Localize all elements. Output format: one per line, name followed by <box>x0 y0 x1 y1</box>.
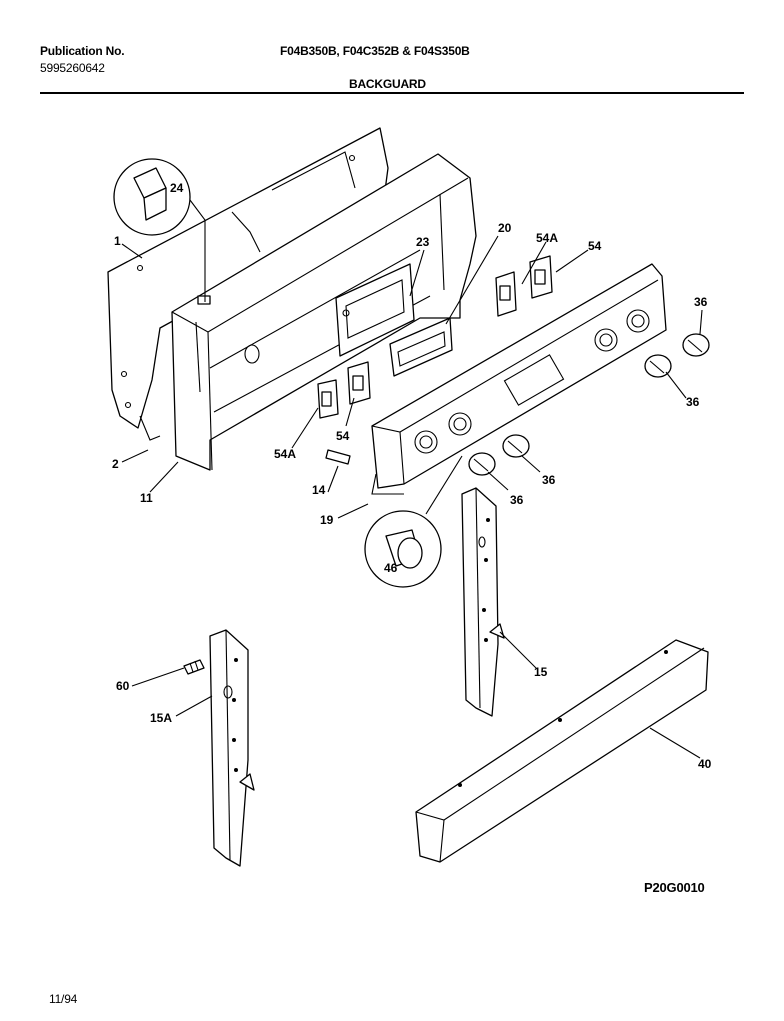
rocker-switch-left <box>317 379 339 419</box>
leader-lines <box>121 235 703 759</box>
callout-24: 24 <box>170 181 184 195</box>
side-bracket-right <box>461 487 505 717</box>
callout-2: 2 <box>112 457 119 471</box>
callout-20: 20 <box>498 221 512 235</box>
callout-19: 19 <box>320 513 334 527</box>
callout-1: 1 <box>114 234 121 248</box>
rocker-switch-right-2 <box>529 255 553 299</box>
callout-36-bottom: 36 <box>510 493 524 507</box>
callout-15: 15 <box>534 665 548 679</box>
callout-14: 14 <box>312 483 326 497</box>
rocker-switch-right <box>495 271 517 317</box>
callout-23: 23 <box>416 235 430 249</box>
lamp-holder <box>325 449 351 465</box>
side-bracket-left <box>209 629 255 867</box>
section-title: BACKGUARD <box>349 77 426 91</box>
callout-15a: 15A <box>150 711 172 725</box>
callout-36-center: 36 <box>542 473 556 487</box>
mounting-screw <box>183 659 205 675</box>
control-panel <box>371 263 667 495</box>
detail-inset-switch <box>113 158 206 302</box>
callout-54-right: 54 <box>588 239 602 253</box>
clock-timer <box>389 317 453 377</box>
control-knob-4 <box>468 452 496 476</box>
callout-36-right: 36 <box>686 395 700 409</box>
trim-strip <box>415 639 709 863</box>
drawing-number: P20G0010 <box>644 880 705 895</box>
control-knob-3 <box>502 434 530 458</box>
callout-54a-left: 54A <box>274 447 296 461</box>
publication-label: Publication No. <box>40 44 125 58</box>
callout-46: 46 <box>384 561 398 575</box>
print-date: 11/94 <box>49 992 78 1006</box>
publication-number: 5995260642 <box>40 61 105 75</box>
control-board <box>335 263 415 357</box>
backguard-body <box>171 153 477 471</box>
model-numbers: F04B350B, F04C352B & F04S350B <box>280 44 470 58</box>
callout-36-top: 36 <box>694 295 708 309</box>
callout-11: 11 <box>140 491 153 505</box>
control-knob-1 <box>682 333 710 357</box>
detail-inset-knob <box>364 455 463 588</box>
rocker-switch-left-2 <box>347 361 371 405</box>
callout-60: 60 <box>116 679 130 693</box>
header-divider <box>40 92 744 94</box>
callout-54a-right: 54A <box>536 231 558 245</box>
control-knob-2 <box>644 354 672 378</box>
callout-54-left: 54 <box>336 429 350 443</box>
callout-40: 40 <box>698 757 712 771</box>
